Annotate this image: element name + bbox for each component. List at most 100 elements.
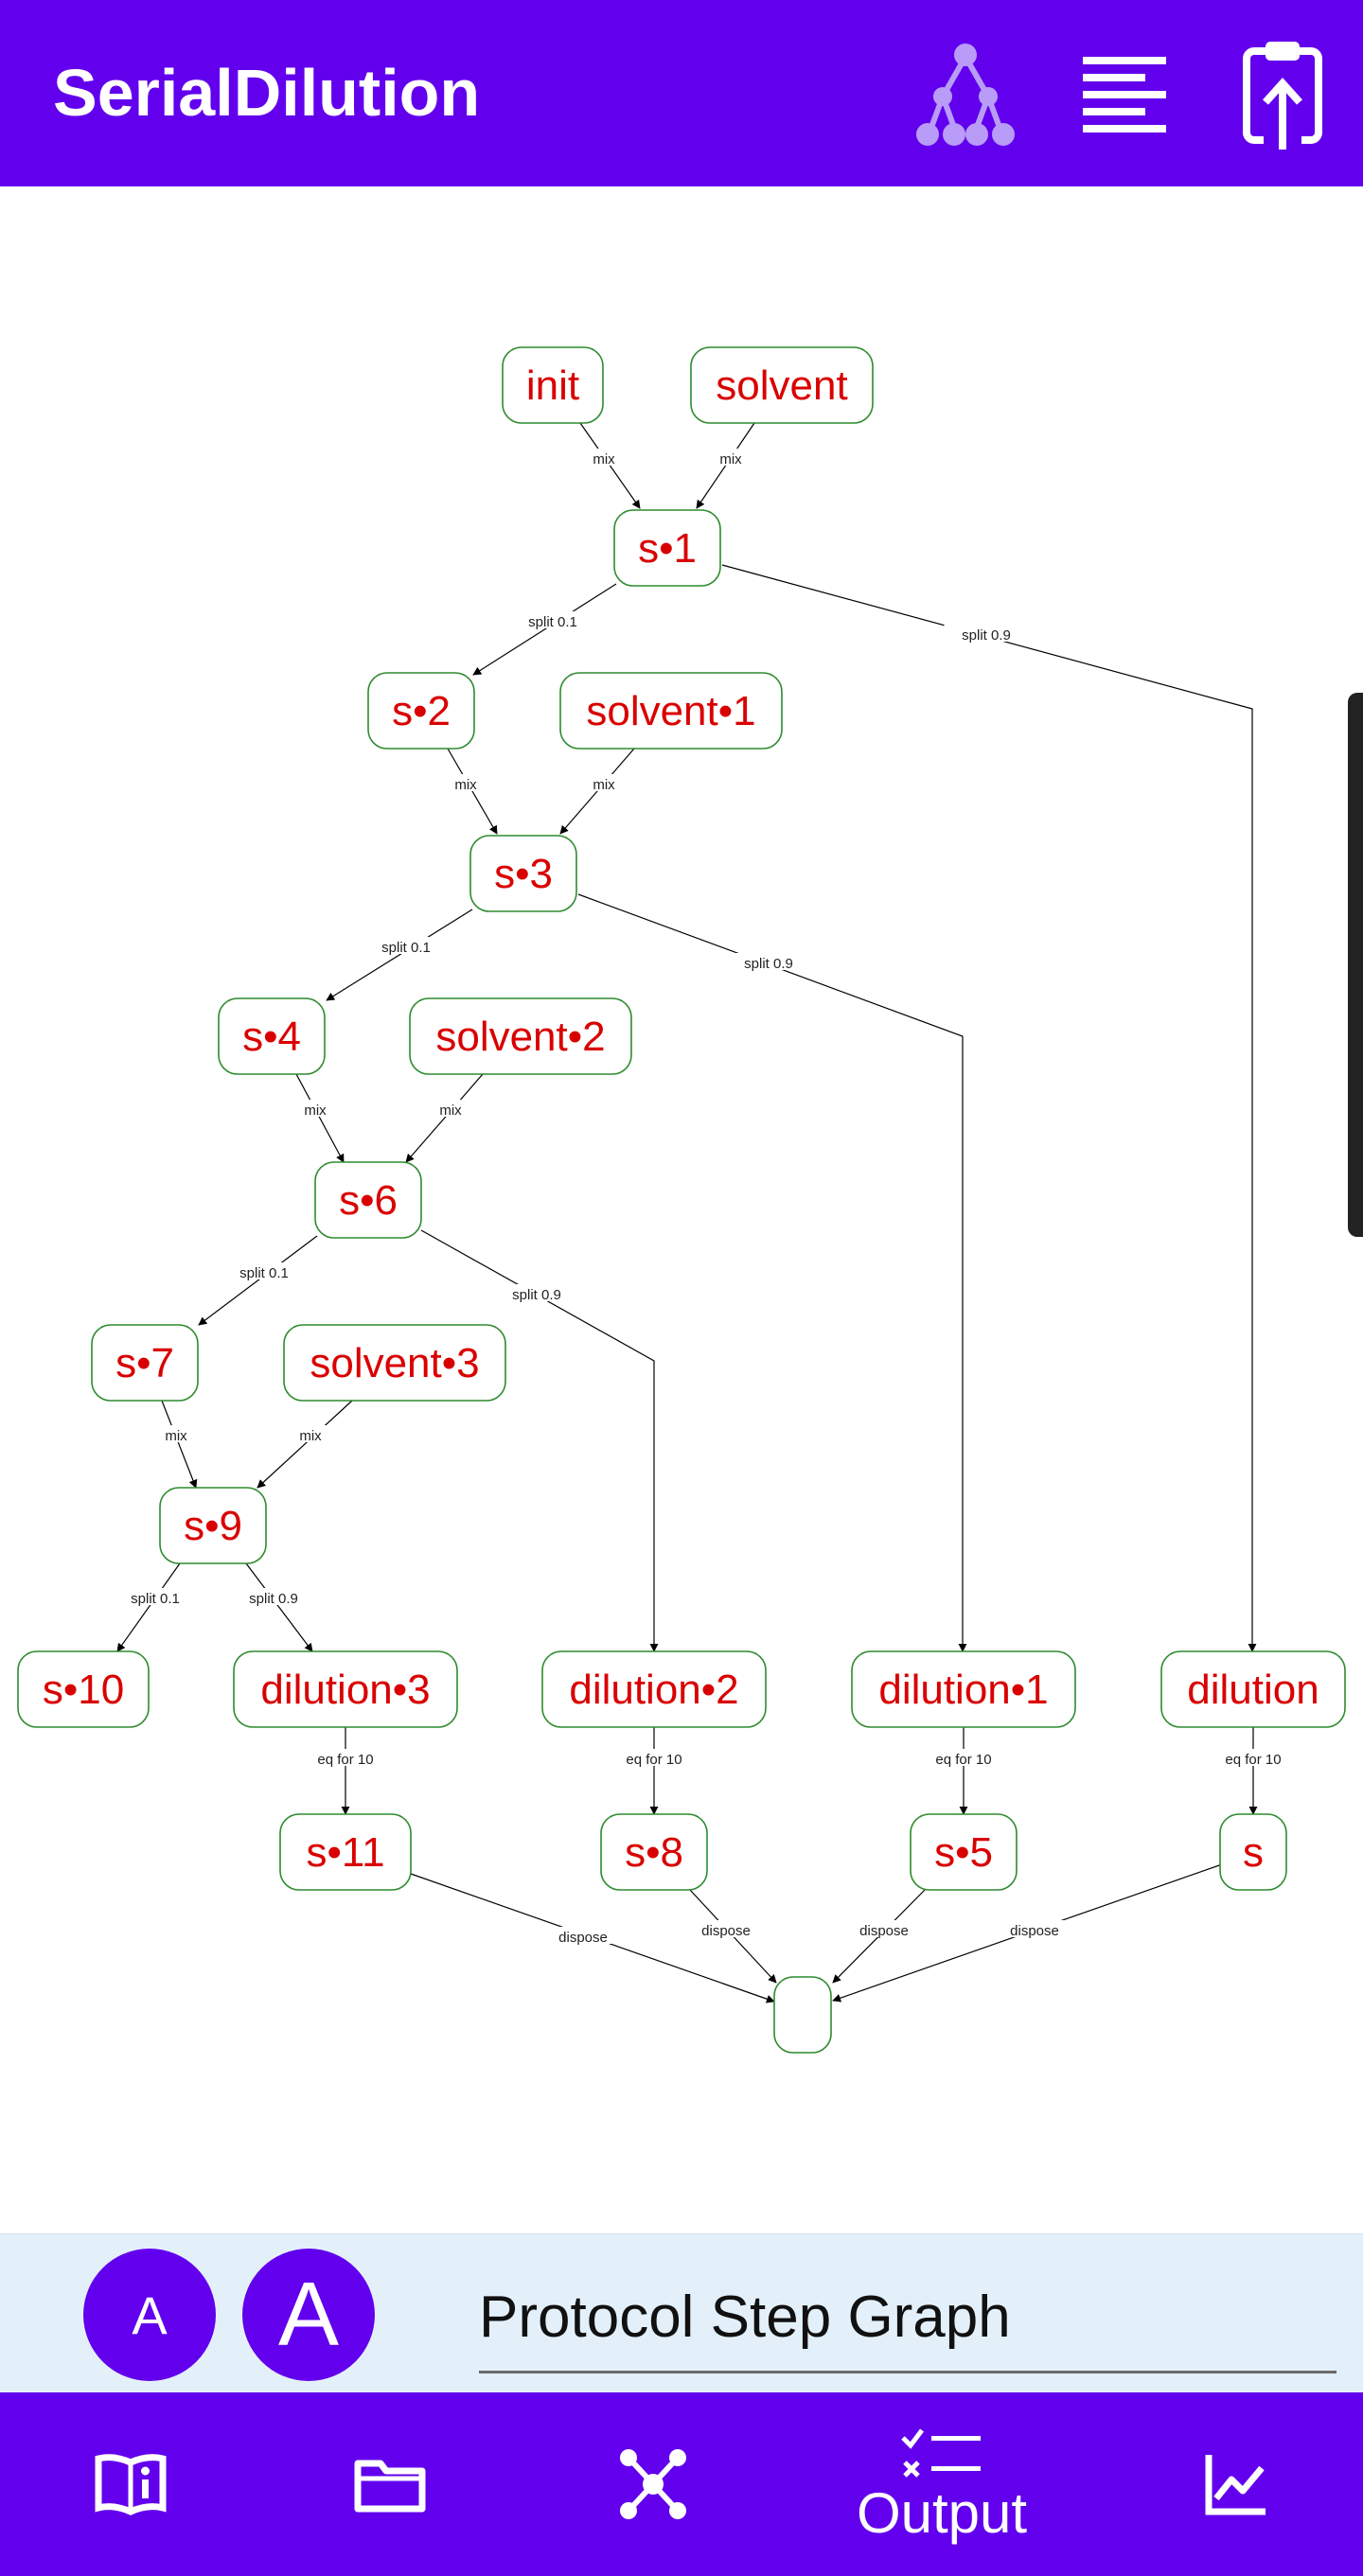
graph-edge-label: split 0.1 bbox=[381, 940, 431, 956]
graph-node-s1[interactable]: s•1 bbox=[613, 509, 721, 587]
graph-node-s6[interactable]: s•6 bbox=[314, 1161, 422, 1239]
graph-edge bbox=[245, 1562, 313, 1652]
graph-edge-label: split 0.1 bbox=[528, 614, 577, 630]
graph-edge-label: mix bbox=[304, 1103, 327, 1119]
graph-node-solvent1[interactable]: solvent•1 bbox=[559, 672, 783, 750]
graph-node-box bbox=[91, 1324, 199, 1402]
graph-node-box bbox=[233, 1650, 458, 1728]
graph-node-label: s•11 bbox=[306, 1829, 384, 1876]
graph-node-label: s•9 bbox=[184, 1503, 242, 1549]
book-info-icon bbox=[95, 2454, 167, 2515]
graph-node-s[interactable]: s bbox=[1219, 1813, 1287, 1891]
graph-edge-label: dispose bbox=[558, 1930, 608, 1946]
graph-node-s2[interactable]: s•2 bbox=[367, 672, 475, 750]
graph-edge bbox=[405, 1073, 484, 1163]
graph-edge bbox=[116, 1562, 181, 1652]
graph-node-dilution[interactable]: dilution bbox=[1160, 1650, 1346, 1728]
graph-node-box bbox=[367, 672, 475, 750]
graph-edge-label: eq for 10 bbox=[935, 1752, 991, 1768]
graph-node-s9[interactable]: s•9 bbox=[159, 1487, 267, 1564]
graph-edge-label-bg bbox=[363, 937, 449, 954]
font-increase-button[interactable]: A bbox=[242, 2249, 375, 2381]
graph-node-dilution2[interactable]: dilution•2 bbox=[541, 1650, 767, 1728]
graph-edge-label: eq for 10 bbox=[317, 1752, 373, 1768]
graph-node-s8[interactable]: s•8 bbox=[600, 1813, 708, 1891]
clipboard-upload-icon bbox=[1243, 42, 1322, 150]
graph-edge bbox=[420, 1229, 659, 1652]
scroll-handle[interactable] bbox=[1348, 693, 1363, 1237]
graph-node-solvent3[interactable]: solvent•3 bbox=[283, 1324, 506, 1402]
graph-node-solvent[interactable]: solvent bbox=[690, 346, 874, 424]
graph-edge-label-bg bbox=[549, 1927, 617, 1944]
graph-edge-label-bg bbox=[944, 625, 1029, 642]
graph-edge-label-bg bbox=[293, 1425, 327, 1442]
nav-files[interactable] bbox=[343, 2392, 437, 2576]
graph-node-dilution3[interactable]: dilution•3 bbox=[233, 1650, 458, 1728]
graph-edge-label-bg bbox=[113, 1588, 198, 1605]
export-button[interactable] bbox=[1221, 28, 1344, 161]
graph-edge-label: split 0.9 bbox=[512, 1287, 561, 1303]
graph-node-box bbox=[218, 997, 326, 1075]
nav-chart[interactable] bbox=[1189, 2392, 1283, 2576]
graph-node-label: s•2 bbox=[392, 688, 451, 734]
graph-node-s11[interactable]: s•11 bbox=[279, 1813, 412, 1891]
graph-edge bbox=[161, 1400, 198, 1489]
graph-node-s7[interactable]: s•7 bbox=[91, 1324, 199, 1402]
graph-edge-label-bg bbox=[221, 1262, 307, 1279]
graph-edge-label-bg bbox=[231, 1588, 316, 1605]
graph-edge-label-bg bbox=[434, 1100, 468, 1117]
graph-edge-label-bg bbox=[1000, 1920, 1069, 1937]
graph-node-sink[interactable] bbox=[773, 1976, 832, 2054]
graph-node-label: dilution•2 bbox=[569, 1667, 738, 1713]
graph-edge-label-bg bbox=[449, 774, 483, 791]
graph-edge-label-bg bbox=[611, 1749, 697, 1766]
graph-edge-label-bg bbox=[714, 449, 748, 466]
graph-node-box bbox=[600, 1813, 708, 1891]
nav-output[interactable]: Output bbox=[842, 2392, 1041, 2576]
graph-node-box bbox=[17, 1650, 150, 1728]
graph-node-label: solvent•1 bbox=[586, 688, 755, 734]
graph-node-label: dilution bbox=[1187, 1667, 1319, 1713]
graph-edge-label: mix bbox=[299, 1428, 322, 1444]
graph-edge-label: dispose bbox=[1010, 1923, 1059, 1939]
graph-node-label: s•7 bbox=[115, 1340, 174, 1386]
graph-node-box bbox=[469, 835, 577, 912]
bottom-nav: Output bbox=[0, 2392, 1363, 2576]
text-view-button[interactable] bbox=[1063, 28, 1186, 161]
graph-node-box bbox=[690, 346, 874, 424]
graph-node-s5[interactable]: s•5 bbox=[910, 1813, 1018, 1891]
graph-node-solvent2[interactable]: solvent•2 bbox=[409, 997, 632, 1075]
graph-node-s10[interactable]: s•10 bbox=[17, 1650, 150, 1728]
graph-edge-label: dispose bbox=[859, 1923, 909, 1939]
graph-edge-label-bg bbox=[159, 1425, 193, 1442]
graph-edge-label-bg bbox=[692, 1920, 760, 1937]
graph-node-box bbox=[283, 1324, 506, 1402]
graph-node-label: init bbox=[526, 362, 579, 409]
nav-graph[interactable] bbox=[606, 2392, 700, 2576]
graph-edge-label-bg bbox=[298, 1100, 332, 1117]
graph-node-dilution1[interactable]: dilution•1 bbox=[851, 1650, 1076, 1728]
graph-node-label: s•10 bbox=[43, 1667, 124, 1713]
output-list-icon bbox=[901, 2428, 981, 2478]
graph-node-label: s•5 bbox=[934, 1829, 993, 1876]
font-decrease-button[interactable]: A bbox=[83, 2249, 216, 2381]
view-title-field[interactable] bbox=[479, 2263, 1336, 2371]
nav-info[interactable] bbox=[83, 2392, 178, 2576]
nav-output-label: Output bbox=[856, 2481, 1028, 2545]
graph-node-label: solvent bbox=[716, 362, 847, 409]
graph-node-init[interactable]: init bbox=[502, 346, 604, 424]
graph-node-label: s•6 bbox=[339, 1177, 398, 1224]
graph-node-box bbox=[851, 1650, 1076, 1728]
app-title: SerialDilution bbox=[53, 56, 481, 130]
graph-view-button[interactable] bbox=[904, 28, 1027, 161]
text-lines-icon bbox=[1083, 57, 1166, 132]
graph-node-label: s•4 bbox=[242, 1014, 301, 1060]
graph-node-box bbox=[1160, 1650, 1346, 1728]
graph-edge-label-bg bbox=[510, 611, 595, 628]
graph-node-box bbox=[409, 997, 632, 1075]
graph-node-s4[interactable]: s•4 bbox=[218, 997, 326, 1075]
graph-node-box bbox=[314, 1161, 422, 1239]
graph-node-s3[interactable]: s•3 bbox=[469, 835, 577, 912]
